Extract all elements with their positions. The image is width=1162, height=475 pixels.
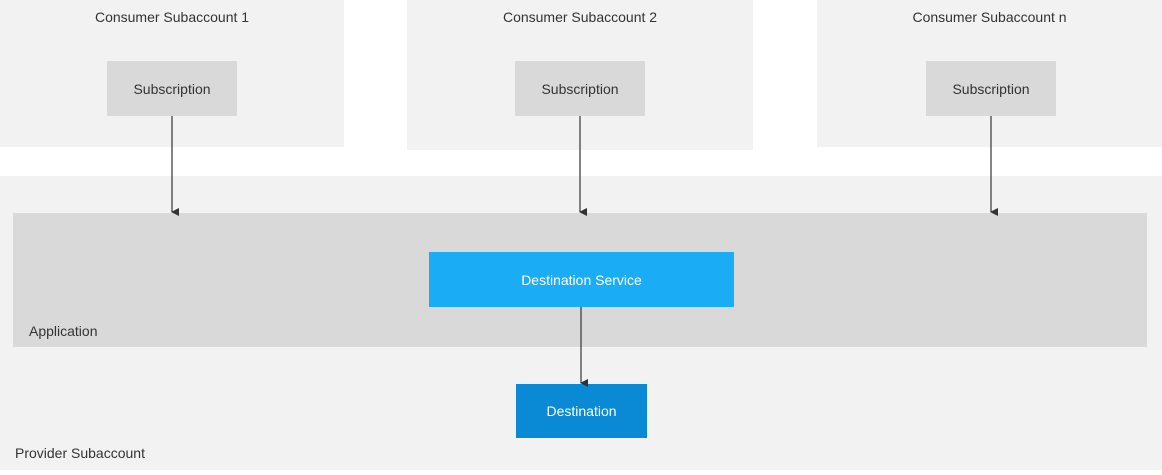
application-label: Application — [29, 323, 98, 339]
subscription-label: Subscription — [952, 80, 1030, 97]
destination-box: Destination — [516, 384, 647, 438]
subscription-label: Subscription — [541, 80, 619, 97]
consumer-subaccount-title: Consumer Subaccount n — [912, 9, 1067, 25]
consumer-subaccount-title: Consumer Subaccount 1 — [94, 9, 250, 25]
consumer-subaccount-title: Consumer Subaccount 2 — [502, 9, 658, 25]
destination-service-box: Destination Service — [429, 252, 734, 307]
subscription-box-n: Subscription — [926, 61, 1056, 116]
destination-label: Destination — [546, 403, 617, 419]
subscription-label: Subscription — [133, 80, 211, 97]
subscription-box-1: Subscription — [107, 61, 237, 116]
subscription-box-2: Subscription — [515, 61, 645, 116]
destination-service-label: Destination Service — [521, 271, 642, 288]
provider-subaccount-label: Provider Subaccount — [15, 445, 145, 461]
